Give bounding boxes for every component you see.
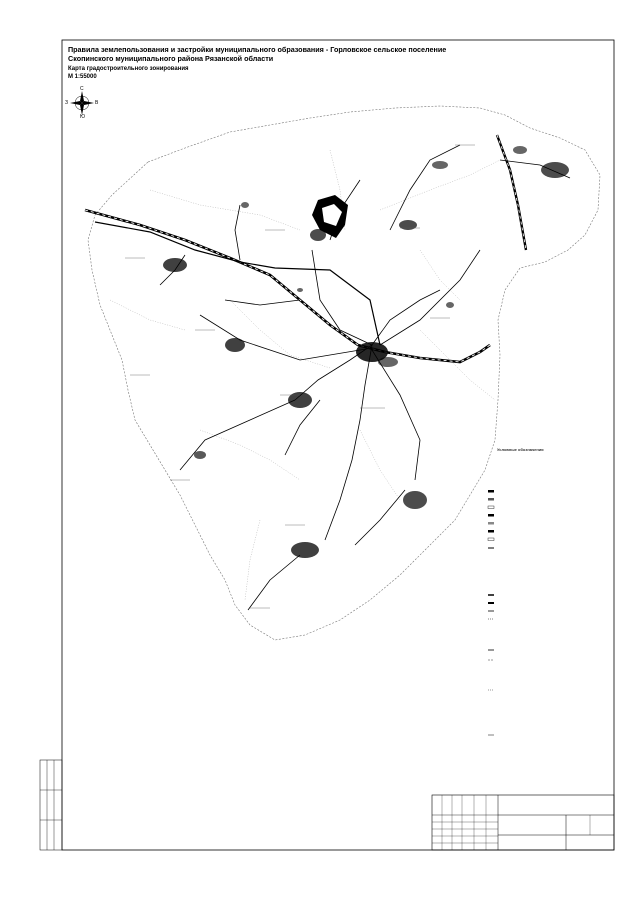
legend-symbols	[487, 490, 495, 736]
railway-ne	[495, 134, 528, 251]
compass-rose	[70, 91, 94, 115]
main-highway	[84, 208, 491, 364]
title-block	[431, 794, 615, 851]
inner-boundaries	[109, 149, 501, 601]
sheet-frame	[61, 39, 615, 851]
legend: Условные обозначения	[497, 447, 597, 454]
major-road-2	[94, 221, 381, 346]
map-scale: М 1:55000	[68, 73, 97, 80]
compass-east: В	[95, 100, 99, 106]
compass-west: З	[65, 100, 69, 106]
compass-north: С	[80, 86, 84, 92]
local-roads	[159, 144, 571, 611]
legend-title: Условные обозначения	[497, 447, 544, 452]
place-label-marks	[125, 144, 475, 609]
village-clusters	[163, 146, 569, 558]
settlement-boundary	[87, 105, 601, 641]
compass-south: Ю	[80, 114, 86, 120]
map-subtitle: Карта градостроительного зонирования М 1…	[68, 66, 189, 81]
map-name: Карта градостроительного зонирования	[68, 66, 189, 72]
map-title: Правила землепользования и застройки мун…	[68, 45, 447, 63]
binding-strip	[39, 759, 63, 851]
